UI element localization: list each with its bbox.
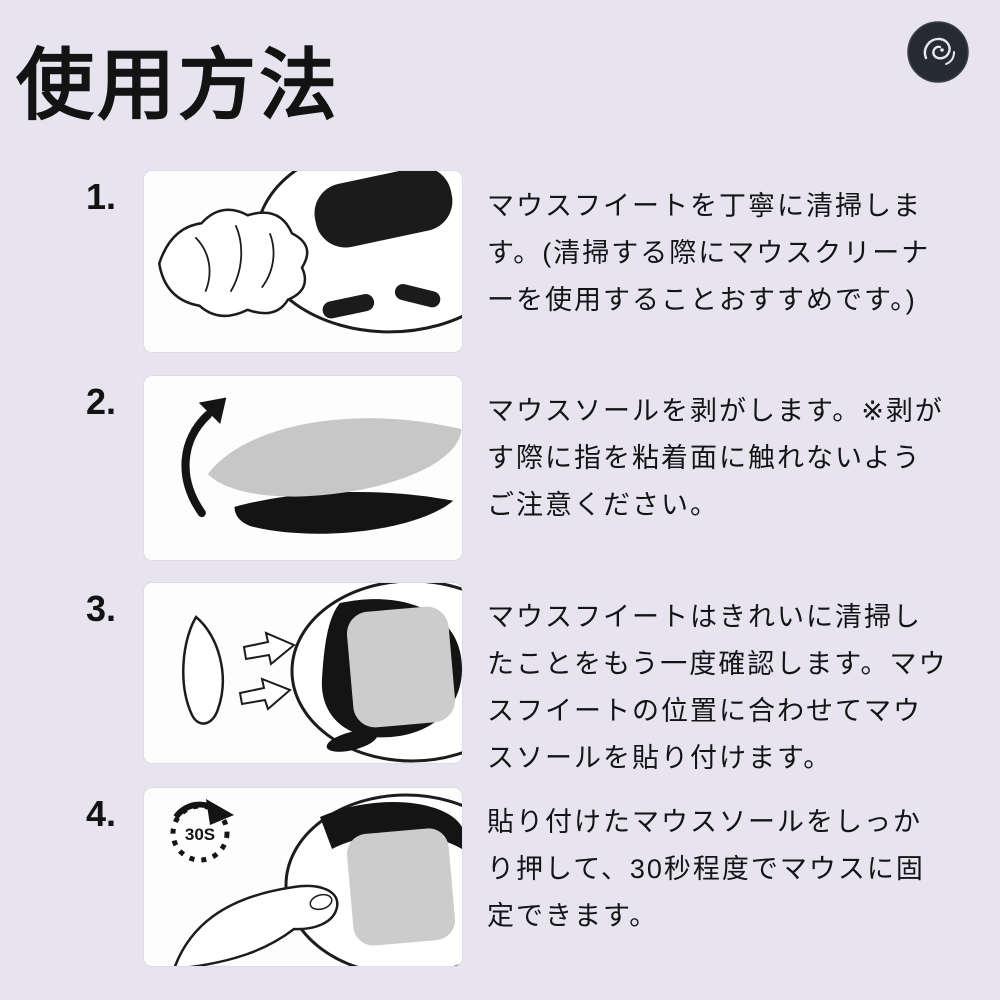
step-4-illustration: 30S: [144, 788, 462, 966]
step-2-number: 2.: [86, 381, 117, 422]
step-3-illustration: [144, 583, 462, 763]
brand-logo-icon: [906, 20, 970, 84]
peeled-sole-icon: [207, 418, 462, 497]
step-1-text: マウスフイートを丁寧に清掃します。(清掃する際にマウスクリーナーを使用することお…: [487, 191, 931, 315]
mouse-socket-icon: [290, 583, 462, 763]
sole-piece-icon: [182, 615, 224, 725]
step-4-number: 4.: [86, 793, 117, 834]
pressing-finger-icon: [173, 884, 339, 966]
step-4-text: 貼り付けたマウスソールをしっかり押して、30秒程度でマウスに固定できます。: [487, 807, 925, 931]
page-title: 使用方法: [16, 41, 341, 129]
step-3-text: マウスフイートはきれいに清掃したことをもう一度確認します。マウスフイートの位置に…: [487, 602, 948, 773]
step-2-illustration: [144, 376, 462, 560]
peel-arrow-icon: [181, 397, 227, 518]
mouse-sole-base-icon: [234, 491, 454, 534]
mouse-with-sole-icon: [284, 793, 462, 966]
timer-30s-icon: 30S: [170, 799, 234, 863]
mouse-bottom-icon: [255, 171, 462, 334]
right-arrow-icon: [242, 631, 296, 666]
step-2-text: マウスソールを剥がします。※剥がす際に指を粘着面に触れないようご注意ください。: [487, 396, 944, 520]
cleaning-cloth-icon: [157, 208, 309, 318]
timer-label: 30S: [185, 825, 215, 844]
step-1-illustration: [144, 171, 462, 352]
right-arrow-icon: [238, 677, 292, 711]
step-1-number: 1.: [86, 176, 117, 217]
step-3-number: 3.: [86, 588, 117, 629]
